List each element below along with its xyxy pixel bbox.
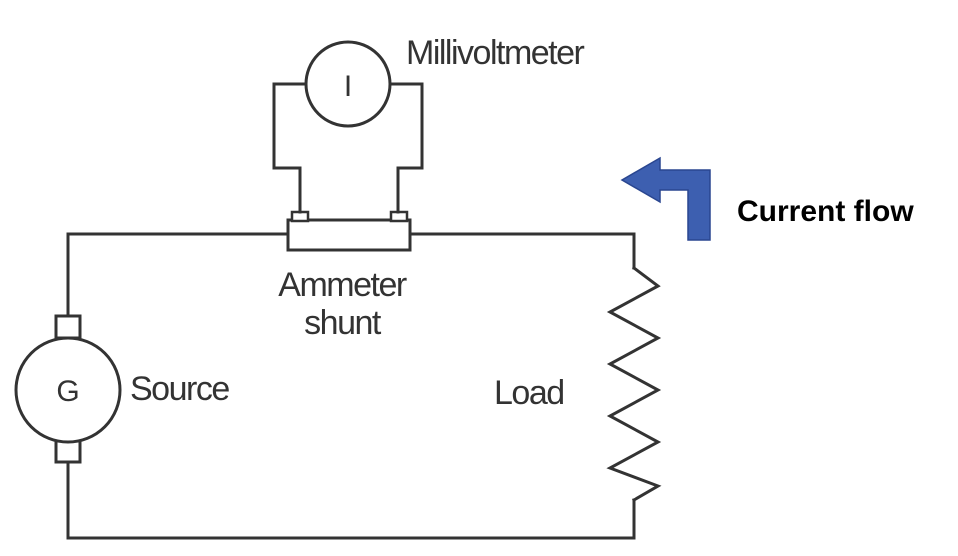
generator-source: G (14, 314, 122, 464)
main-circuit-wires (66, 232, 636, 540)
meter-lead-right (386, 82, 424, 214)
circle-generator-icon (14, 336, 122, 444)
shunt-label-line2: shunt (304, 304, 382, 342)
ammeter-shunt (286, 210, 412, 252)
generator-brush-top (54, 314, 82, 340)
meter-lead-left (272, 82, 310, 214)
resistor-zigzag-icon (606, 265, 662, 503)
source-label: Source (130, 370, 229, 408)
shunt-label-line1: Ammeter (278, 266, 407, 304)
load-label: Load (494, 374, 564, 412)
generator-symbol: G (56, 375, 79, 408)
meter-leads (272, 82, 424, 214)
circle-meter-icon (304, 40, 392, 128)
bent-arrow-left-icon (620, 156, 711, 241)
current-flow-label: Current flow (737, 195, 914, 228)
millivoltmeter: I (304, 40, 392, 128)
shunt-body (286, 218, 412, 252)
meter-symbol: I (344, 70, 352, 103)
meter-label: Millivoltmeter (406, 34, 585, 72)
